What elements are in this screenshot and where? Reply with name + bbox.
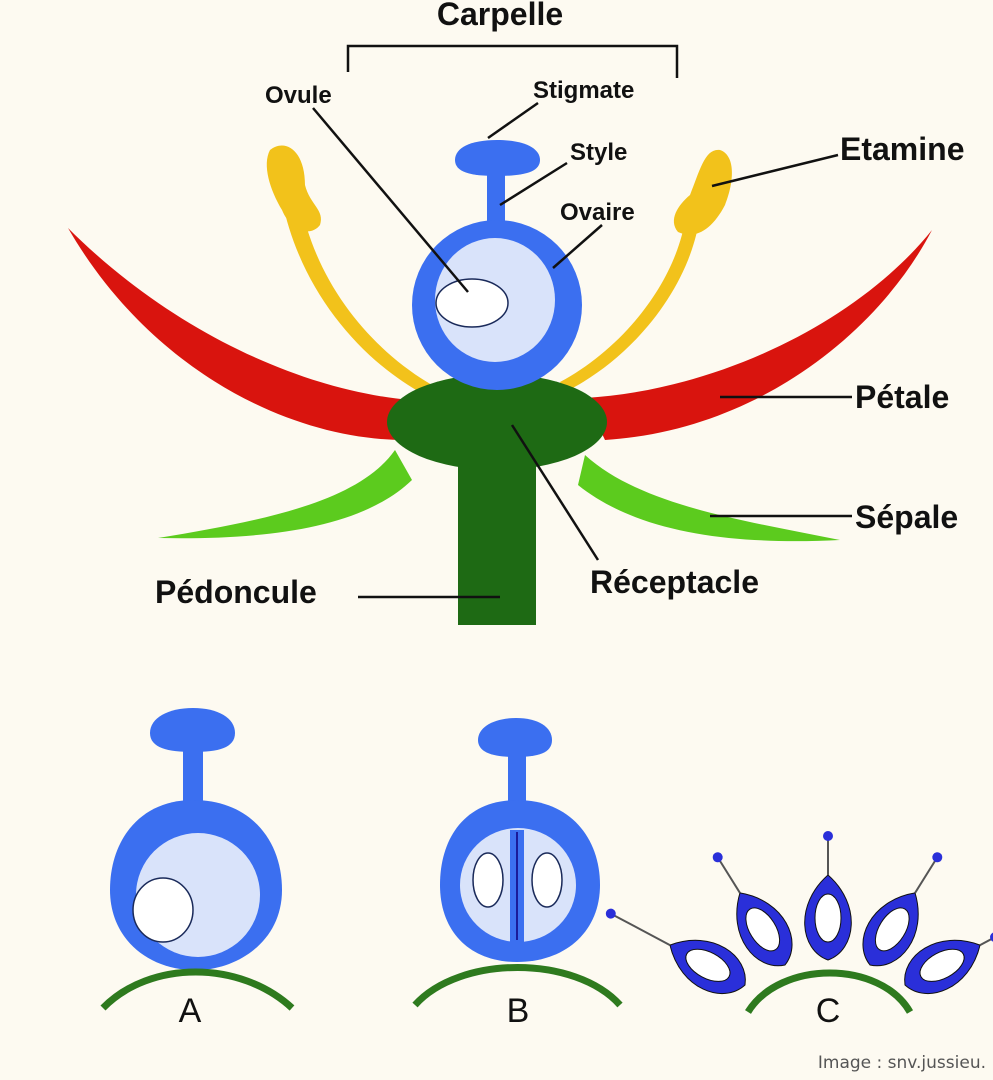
panel-c-carpel-1 xyxy=(605,908,746,995)
stamen-right-anther xyxy=(673,149,732,235)
panel-b-stigma xyxy=(478,718,552,757)
leader-stigmate xyxy=(487,101,539,140)
leader-ovaire xyxy=(552,224,603,269)
panel-c-carpel-2 xyxy=(712,852,793,967)
panel-c-carpel-4 xyxy=(862,852,943,967)
panel-a-label: A xyxy=(179,992,202,1030)
panel-c-carpel-5 xyxy=(904,932,993,995)
panel-a-style xyxy=(183,748,203,808)
panel-a-receptacle xyxy=(100,968,295,1011)
label-ovaire: Ovaire xyxy=(560,199,635,226)
label-ovule: Ovule xyxy=(265,82,332,109)
panel-c-receptacle xyxy=(745,969,914,1014)
label-stigmate: Stigmate xyxy=(533,77,634,104)
label-style: Style xyxy=(570,139,627,166)
panel-b-receptacle xyxy=(412,964,623,1008)
petal-right xyxy=(585,230,932,440)
panel-b: B xyxy=(412,718,623,1030)
panel-a-ovule xyxy=(132,877,194,943)
sepal-left xyxy=(158,450,412,539)
ovule xyxy=(435,278,509,328)
panel-c: C xyxy=(605,831,993,1030)
petal-left xyxy=(68,228,410,440)
panel-b-ovule-left xyxy=(472,852,504,908)
panel-a-stigma xyxy=(150,708,235,752)
panel-b-label: B xyxy=(507,992,530,1030)
label-receptacle: Réceptacle xyxy=(590,564,759,600)
leader-ovule xyxy=(312,107,469,293)
carpelle-bracket xyxy=(346,44,679,78)
sepal-right xyxy=(578,455,840,542)
panel-b-ovule-right xyxy=(531,852,563,908)
panel-c-label: C xyxy=(816,992,841,1030)
style xyxy=(487,172,505,232)
stamen-left-anther xyxy=(266,145,322,232)
receptacle xyxy=(387,374,607,470)
leader-receptacle xyxy=(510,424,600,561)
panel-c-carpel-3 xyxy=(804,831,852,961)
image-credit: Image : snv.jussieu. xyxy=(818,1053,986,1073)
label-carpelle: Carpelle xyxy=(437,0,563,32)
leader-style xyxy=(499,161,568,207)
panel-b-style xyxy=(508,752,526,807)
panel-a: A xyxy=(100,708,295,1030)
label-pedoncule: Pédoncule xyxy=(155,574,317,610)
leader-etamine xyxy=(711,153,839,188)
label-sepale: Sépale xyxy=(855,499,958,535)
label-etamine: Etamine xyxy=(840,131,964,167)
stigma xyxy=(455,140,540,176)
label-petale: Pétale xyxy=(855,379,949,415)
